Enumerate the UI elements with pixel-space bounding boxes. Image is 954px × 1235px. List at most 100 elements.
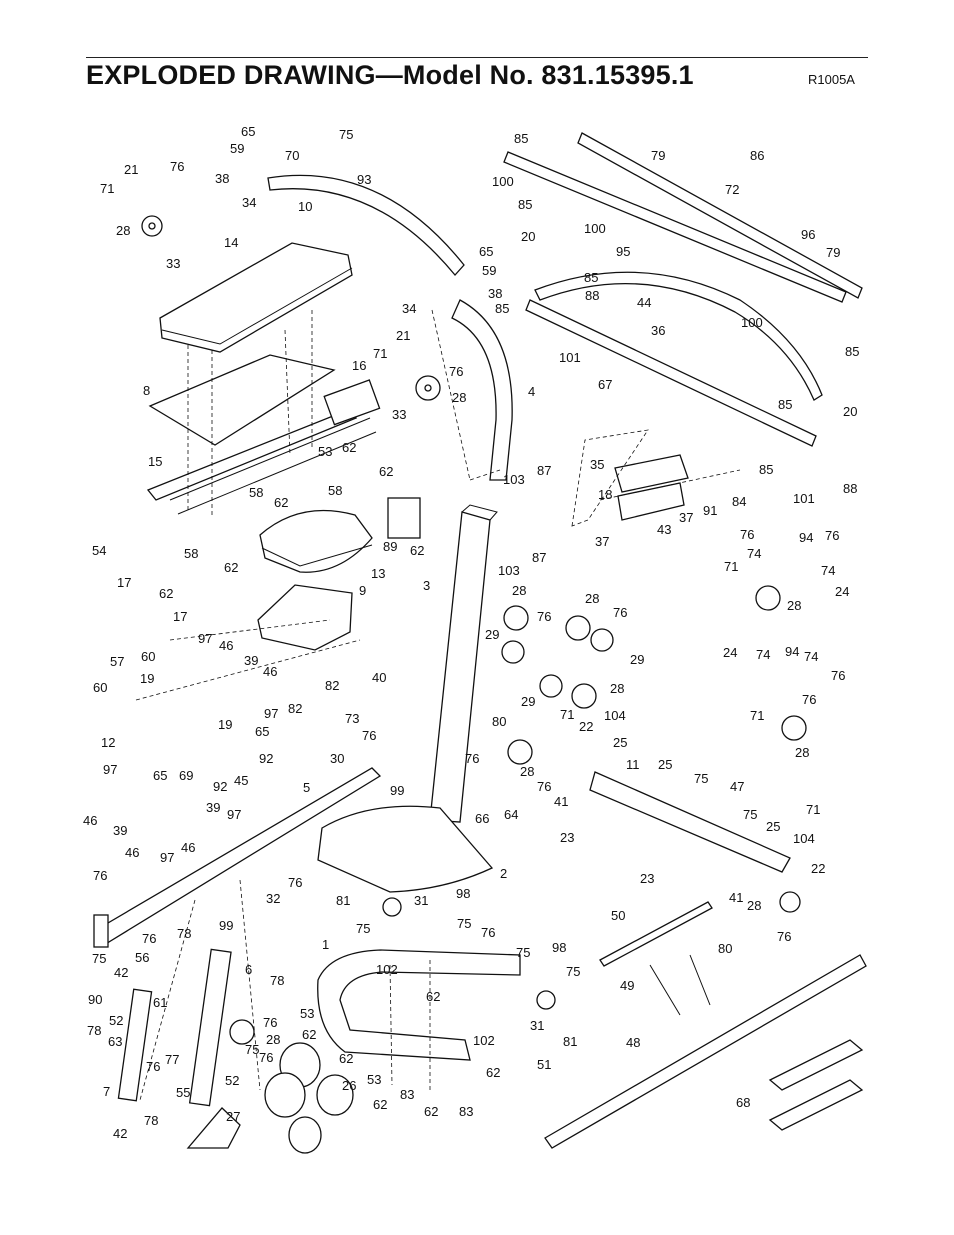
long-bar-95: [503, 151, 847, 303]
part-callout: 65: [241, 124, 255, 139]
part-callout: 39: [113, 823, 127, 838]
part-callout: 2: [500, 866, 507, 881]
part-callout: 72: [725, 182, 739, 197]
part-callout: 65: [153, 768, 167, 783]
part-callout: 14: [224, 235, 238, 250]
part-callout: 46: [83, 813, 97, 828]
part-callout: 76: [537, 609, 551, 624]
back-board: [257, 584, 353, 651]
part-callout: 49: [620, 978, 634, 993]
press-arm-upper: [534, 271, 823, 401]
part-callout: 3: [423, 578, 430, 593]
part-callout: 76: [537, 779, 551, 794]
part-callout: 77: [165, 1052, 179, 1067]
part-callout: 87: [532, 550, 546, 565]
assembly-lines: [135, 309, 741, 1101]
pulleys: [141, 215, 807, 1045]
part-callout: 79: [826, 245, 840, 260]
part-callout: 39: [244, 653, 258, 668]
part-callout: 80: [718, 941, 732, 956]
part-callout: 81: [336, 893, 350, 908]
part-callout: 28: [520, 764, 534, 779]
part-callout: 62: [424, 1104, 438, 1119]
part-callout: 65: [479, 244, 493, 259]
part-callout: 76: [93, 868, 107, 883]
part-callout: 15: [148, 454, 162, 469]
part-callout: 87: [537, 463, 551, 478]
back-pad: [259, 509, 373, 573]
part-callout: 70: [285, 148, 299, 163]
part-callout: 33: [392, 407, 406, 422]
part-callout: 42: [113, 1126, 127, 1141]
page-title: EXPLODED DRAWING—Model No. 831.15395.1: [86, 60, 694, 90]
part-callout: 76: [613, 605, 627, 620]
part-callout: 98: [552, 940, 566, 955]
front-frame: [317, 949, 521, 1061]
part-callout: 76: [288, 875, 302, 890]
part-callout: 55: [176, 1085, 190, 1100]
part-callout: 19: [140, 671, 154, 686]
part-callout: 59: [230, 141, 244, 156]
part-callout: 29: [485, 627, 499, 642]
part-callout: 24: [835, 584, 849, 599]
part-callout: 32: [266, 891, 280, 906]
part-callout: 97: [103, 762, 117, 777]
part-callout: 75: [339, 127, 353, 142]
part-callout: 85: [514, 131, 528, 146]
part-callout: 95: [616, 244, 630, 259]
drawing-reference-code: R1005A: [808, 72, 855, 87]
part-callout: 76: [802, 692, 816, 707]
long-bar-96: [577, 132, 863, 299]
part-callout: 78: [87, 1023, 101, 1038]
part-callout: 31: [414, 893, 428, 908]
part-callout: 16: [352, 358, 366, 373]
part-callout: 58: [249, 485, 263, 500]
drawing-parts: [93, 132, 867, 1154]
part-callout: 85: [584, 270, 598, 285]
part-callout: 38: [488, 286, 502, 301]
part-callout: 53: [300, 1006, 314, 1021]
part-callout: 92: [213, 779, 227, 794]
part-callout: 52: [109, 1013, 123, 1028]
part-callout: 1: [322, 937, 329, 952]
part-callout: 94: [799, 530, 813, 545]
part-callout: 101: [793, 491, 815, 506]
part-callout: 66: [475, 811, 489, 826]
seat-pad: [159, 242, 353, 353]
part-callout: 104: [604, 708, 626, 723]
part-callout: 7: [103, 1084, 110, 1099]
part-callout: 97: [198, 631, 212, 646]
part-callout: 85: [778, 397, 792, 412]
part-callout: 28: [795, 745, 809, 760]
part-callout: 62: [302, 1027, 316, 1042]
strap-48: [544, 954, 867, 1149]
part-callout: 60: [141, 649, 155, 664]
part-callout: 39: [206, 800, 220, 815]
part-callout: 43: [657, 522, 671, 537]
part-callout: 76: [825, 528, 839, 543]
part-callout: 58: [328, 483, 342, 498]
leg-frame: [589, 771, 791, 873]
part-callout: 25: [766, 819, 780, 834]
part-callout: 42: [114, 965, 128, 980]
part-callout: 76: [263, 1015, 277, 1030]
part-callout: 75: [457, 916, 471, 931]
part-callout: 82: [325, 678, 339, 693]
part-callout: 28: [452, 390, 466, 405]
part-callout: 34: [242, 195, 256, 210]
part-callout: 75: [694, 771, 708, 786]
part-callout: 71: [100, 181, 114, 196]
part-callout: 46: [125, 845, 139, 860]
part-callout: 45: [234, 773, 248, 788]
part-callout: 73: [345, 711, 359, 726]
part-callout: 56: [135, 950, 149, 965]
upper-arm: [267, 174, 465, 276]
part-callout: 46: [219, 638, 233, 653]
part-callout: 100: [741, 315, 763, 330]
part-callout: 100: [584, 221, 606, 236]
part-callout: 103: [503, 472, 525, 487]
part-callout: 22: [579, 719, 593, 734]
part-callout: 48: [626, 1035, 640, 1050]
part-callout: 76: [146, 1059, 160, 1074]
part-callout: 62: [379, 464, 393, 479]
